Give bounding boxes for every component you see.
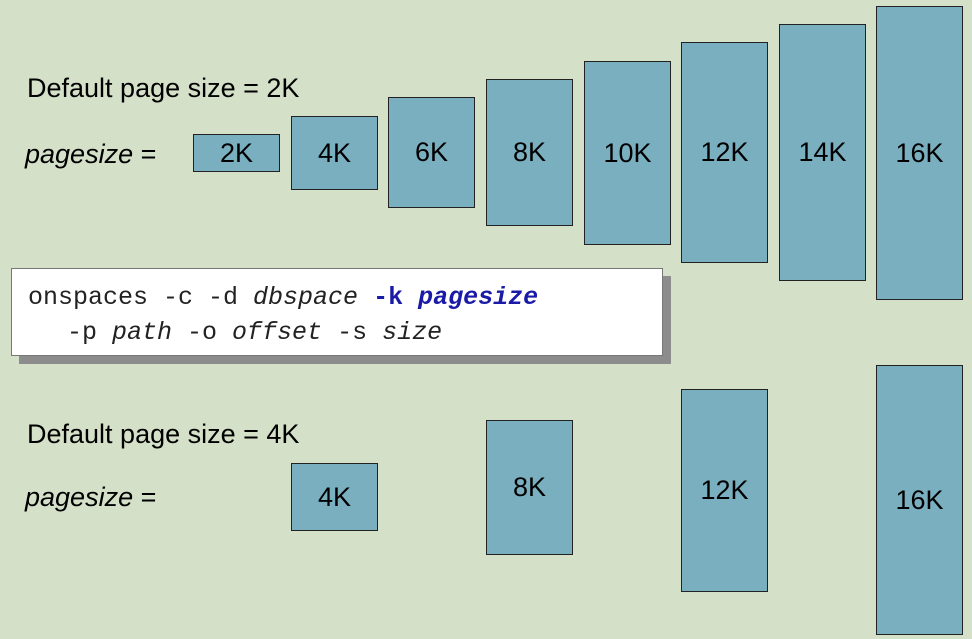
page-block-12k: 12K (681, 42, 768, 263)
cmd-offset-arg: offset (232, 318, 323, 347)
cmd-flag-o: -o (172, 318, 233, 347)
cmd-size-arg: size (382, 318, 443, 347)
page-block-14k: 14K (779, 24, 866, 281)
page-block-label: 10K (603, 137, 652, 168)
cmd-flag-p: -p (67, 318, 113, 347)
bottom-equals: = (133, 482, 157, 512)
bottom-pagesize-word: pagesize (25, 482, 134, 512)
command-line-2: -p path -o offset -s size (67, 320, 442, 345)
command-box: onspaces -c -d dbspace -k pagesize -p pa… (11, 268, 663, 356)
page-block-label: 16K (895, 484, 944, 515)
page-block-label: 2K (219, 137, 254, 168)
page-block-label: 4K (317, 137, 352, 168)
cmd-onspaces: onspaces -c -d (28, 283, 254, 312)
cmd-space (358, 283, 373, 312)
page-block-8k-b: 8K (486, 420, 573, 555)
page-block-label: 6K (414, 137, 449, 167)
cmd-flag-k: -k (373, 283, 404, 312)
page-block-label: 12K (700, 475, 749, 505)
page-block-10k: 10K (584, 61, 671, 245)
top-equals: = (133, 139, 157, 169)
command-line-1: onspaces -c -d dbspace -k pagesize (28, 285, 538, 310)
page-block-label: 16K (895, 137, 944, 168)
top-heading: Default page size = 2K (27, 73, 300, 103)
top-pagesize-word: pagesize (25, 139, 134, 169)
cmd-dbspace-arg: dbspace (253, 283, 359, 312)
cmd-space-2 (403, 283, 418, 312)
top-pagesize-label: pagesize = (25, 141, 156, 168)
page-block-label: 8K (512, 472, 547, 502)
page-block-12k-b: 12K (681, 389, 768, 592)
page-block-4k: 4K (291, 116, 378, 190)
page-block-6k: 6K (388, 97, 475, 208)
page-block-label: 14K (798, 137, 847, 167)
bottom-pagesize-label: pagesize = (25, 484, 156, 511)
page-block-2k: 2K (193, 134, 280, 172)
page-block-8k: 8K (486, 79, 573, 226)
page-block-label: 8K (512, 137, 547, 167)
bottom-heading: Default page size = 4K (27, 419, 300, 449)
cmd-pagesize-arg: pagesize (418, 283, 539, 312)
page-block-16k-b: 16K (876, 365, 963, 635)
page-block-4k-b: 4K (291, 463, 378, 531)
page-block-16k: 16K (876, 6, 963, 300)
page-block-label: 4K (317, 481, 352, 512)
page-block-label: 12K (700, 137, 749, 167)
cmd-flag-s: -s (322, 318, 383, 347)
cmd-path-arg: path (112, 318, 173, 347)
